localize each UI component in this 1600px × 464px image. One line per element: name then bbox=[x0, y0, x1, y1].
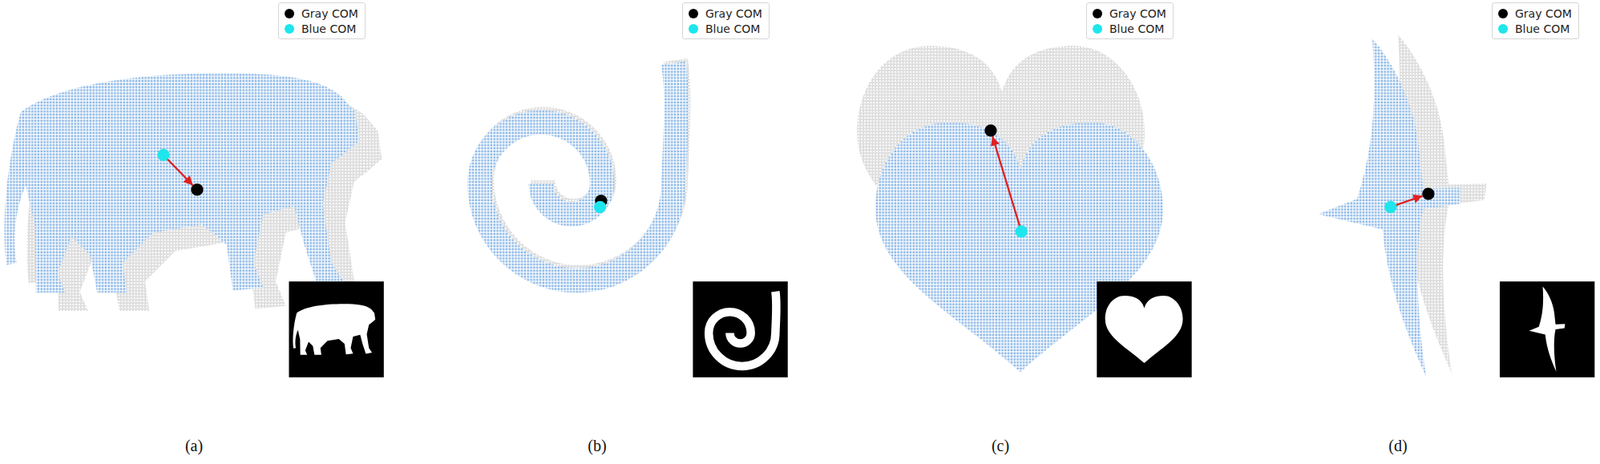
inset-mask bbox=[1096, 281, 1192, 378]
com-arrow bbox=[992, 136, 1022, 232]
panel-label: (b) bbox=[587, 436, 607, 456]
legend-swatch bbox=[1498, 24, 1508, 34]
blue-com-dot bbox=[1384, 201, 1397, 214]
legend-label: Gray COM bbox=[301, 7, 359, 21]
gray-com-dot bbox=[1422, 187, 1435, 200]
panel-label: (c) bbox=[991, 436, 1010, 456]
blue-shape bbox=[1317, 38, 1461, 377]
legend-swatch bbox=[284, 8, 295, 19]
legend-entry: Gray COM bbox=[688, 5, 763, 21]
inset-mask bbox=[288, 281, 384, 378]
legend-swatch bbox=[688, 24, 699, 34]
inset-shape bbox=[1105, 295, 1184, 364]
legend-label: Blue COM bbox=[705, 22, 760, 36]
legend-entry: Blue COM bbox=[1092, 20, 1167, 37]
legend-entry: Gray COM bbox=[284, 5, 359, 21]
panel-label: (d) bbox=[1388, 436, 1407, 456]
legend-swatch bbox=[688, 8, 699, 19]
legend-swatch bbox=[1092, 8, 1103, 19]
blue-com-dot bbox=[1015, 225, 1028, 238]
blue-shape bbox=[4, 72, 360, 293]
legend-box: Gray COMBlue COM bbox=[1086, 2, 1174, 40]
inset-shape bbox=[708, 291, 776, 367]
legend-label: Blue COM bbox=[1515, 22, 1570, 36]
legend-swatch bbox=[1092, 24, 1103, 34]
inset-shape bbox=[1529, 286, 1566, 372]
legend-box: Gray COMBlue COM bbox=[278, 2, 366, 40]
blue-shape bbox=[479, 63, 676, 281]
inset-mask bbox=[1499, 281, 1595, 378]
legend-swatch bbox=[284, 24, 295, 34]
blue-com-dot bbox=[593, 201, 607, 214]
inset-shape bbox=[292, 303, 376, 356]
legend-entry: Blue COM bbox=[688, 20, 763, 37]
legend-entry: Blue COM bbox=[284, 20, 359, 37]
legend-box: Gray COMBlue COM bbox=[682, 2, 770, 40]
legend-label: Gray COM bbox=[1109, 7, 1167, 21]
legend-entry: Blue COM bbox=[1498, 20, 1572, 37]
com-arrow bbox=[163, 154, 194, 186]
legend-entry: Gray COM bbox=[1092, 5, 1167, 21]
legend-swatch bbox=[1498, 8, 1508, 19]
gray-com-dot bbox=[984, 124, 997, 137]
blue-com-dot bbox=[157, 149, 170, 162]
legend-label: Blue COM bbox=[1109, 22, 1164, 36]
inset-mask bbox=[692, 281, 788, 378]
legend-label: Blue COM bbox=[301, 22, 356, 36]
legend-box: Gray COMBlue COM bbox=[1491, 2, 1580, 40]
legend-label: Gray COM bbox=[705, 7, 763, 21]
legend-label: Gray COM bbox=[1515, 7, 1572, 21]
legend-entry: Gray COM bbox=[1498, 5, 1572, 21]
panel-label: (a) bbox=[185, 436, 203, 456]
gray-com-dot bbox=[190, 183, 203, 196]
